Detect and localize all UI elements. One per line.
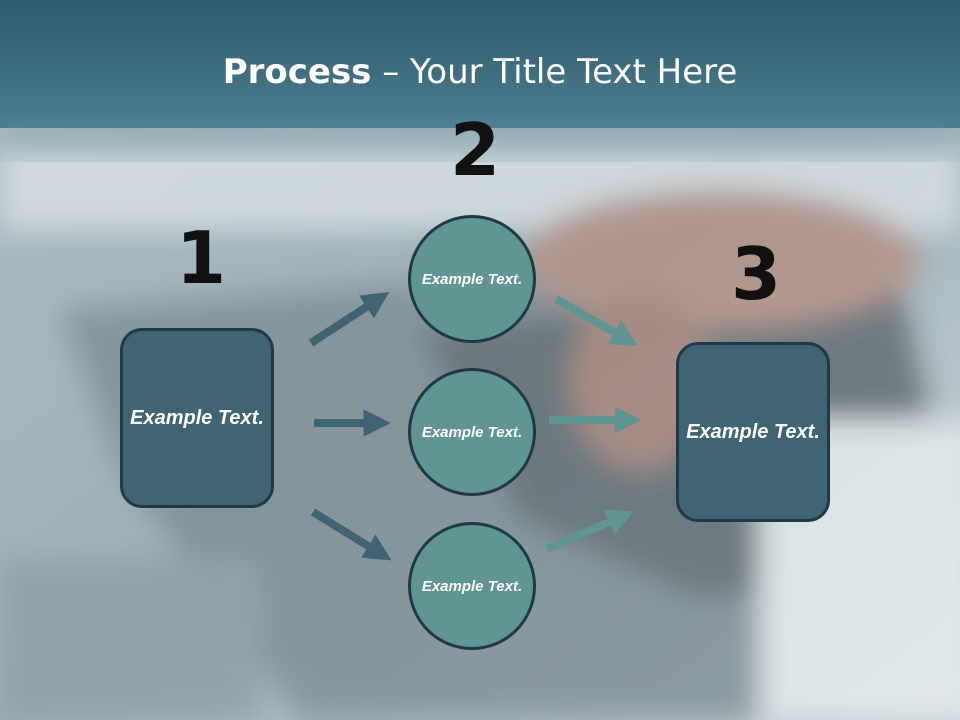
step-number-3: 3: [731, 232, 782, 316]
page-title: Process – Your Title Text Here: [0, 52, 960, 92]
arrow-bot-to-right: [545, 509, 634, 553]
title-rest: – Your Title Text Here: [371, 52, 738, 92]
title-bold: Process: [222, 52, 372, 92]
arrow-top-to-right: [554, 295, 638, 346]
circle-bottom: Example Text.: [408, 522, 536, 650]
arrow-left-to-bot: [310, 508, 392, 561]
step-number-1: 1: [176, 216, 227, 300]
arrow-left-to-top: [308, 292, 390, 347]
circle-middle: Example Text.: [408, 368, 536, 496]
step-number-2: 2: [450, 108, 501, 192]
right-step-box: Example Text.: [676, 342, 830, 522]
left-step-box: Example Text.: [120, 328, 274, 508]
circle-top: Example Text.: [408, 215, 536, 343]
